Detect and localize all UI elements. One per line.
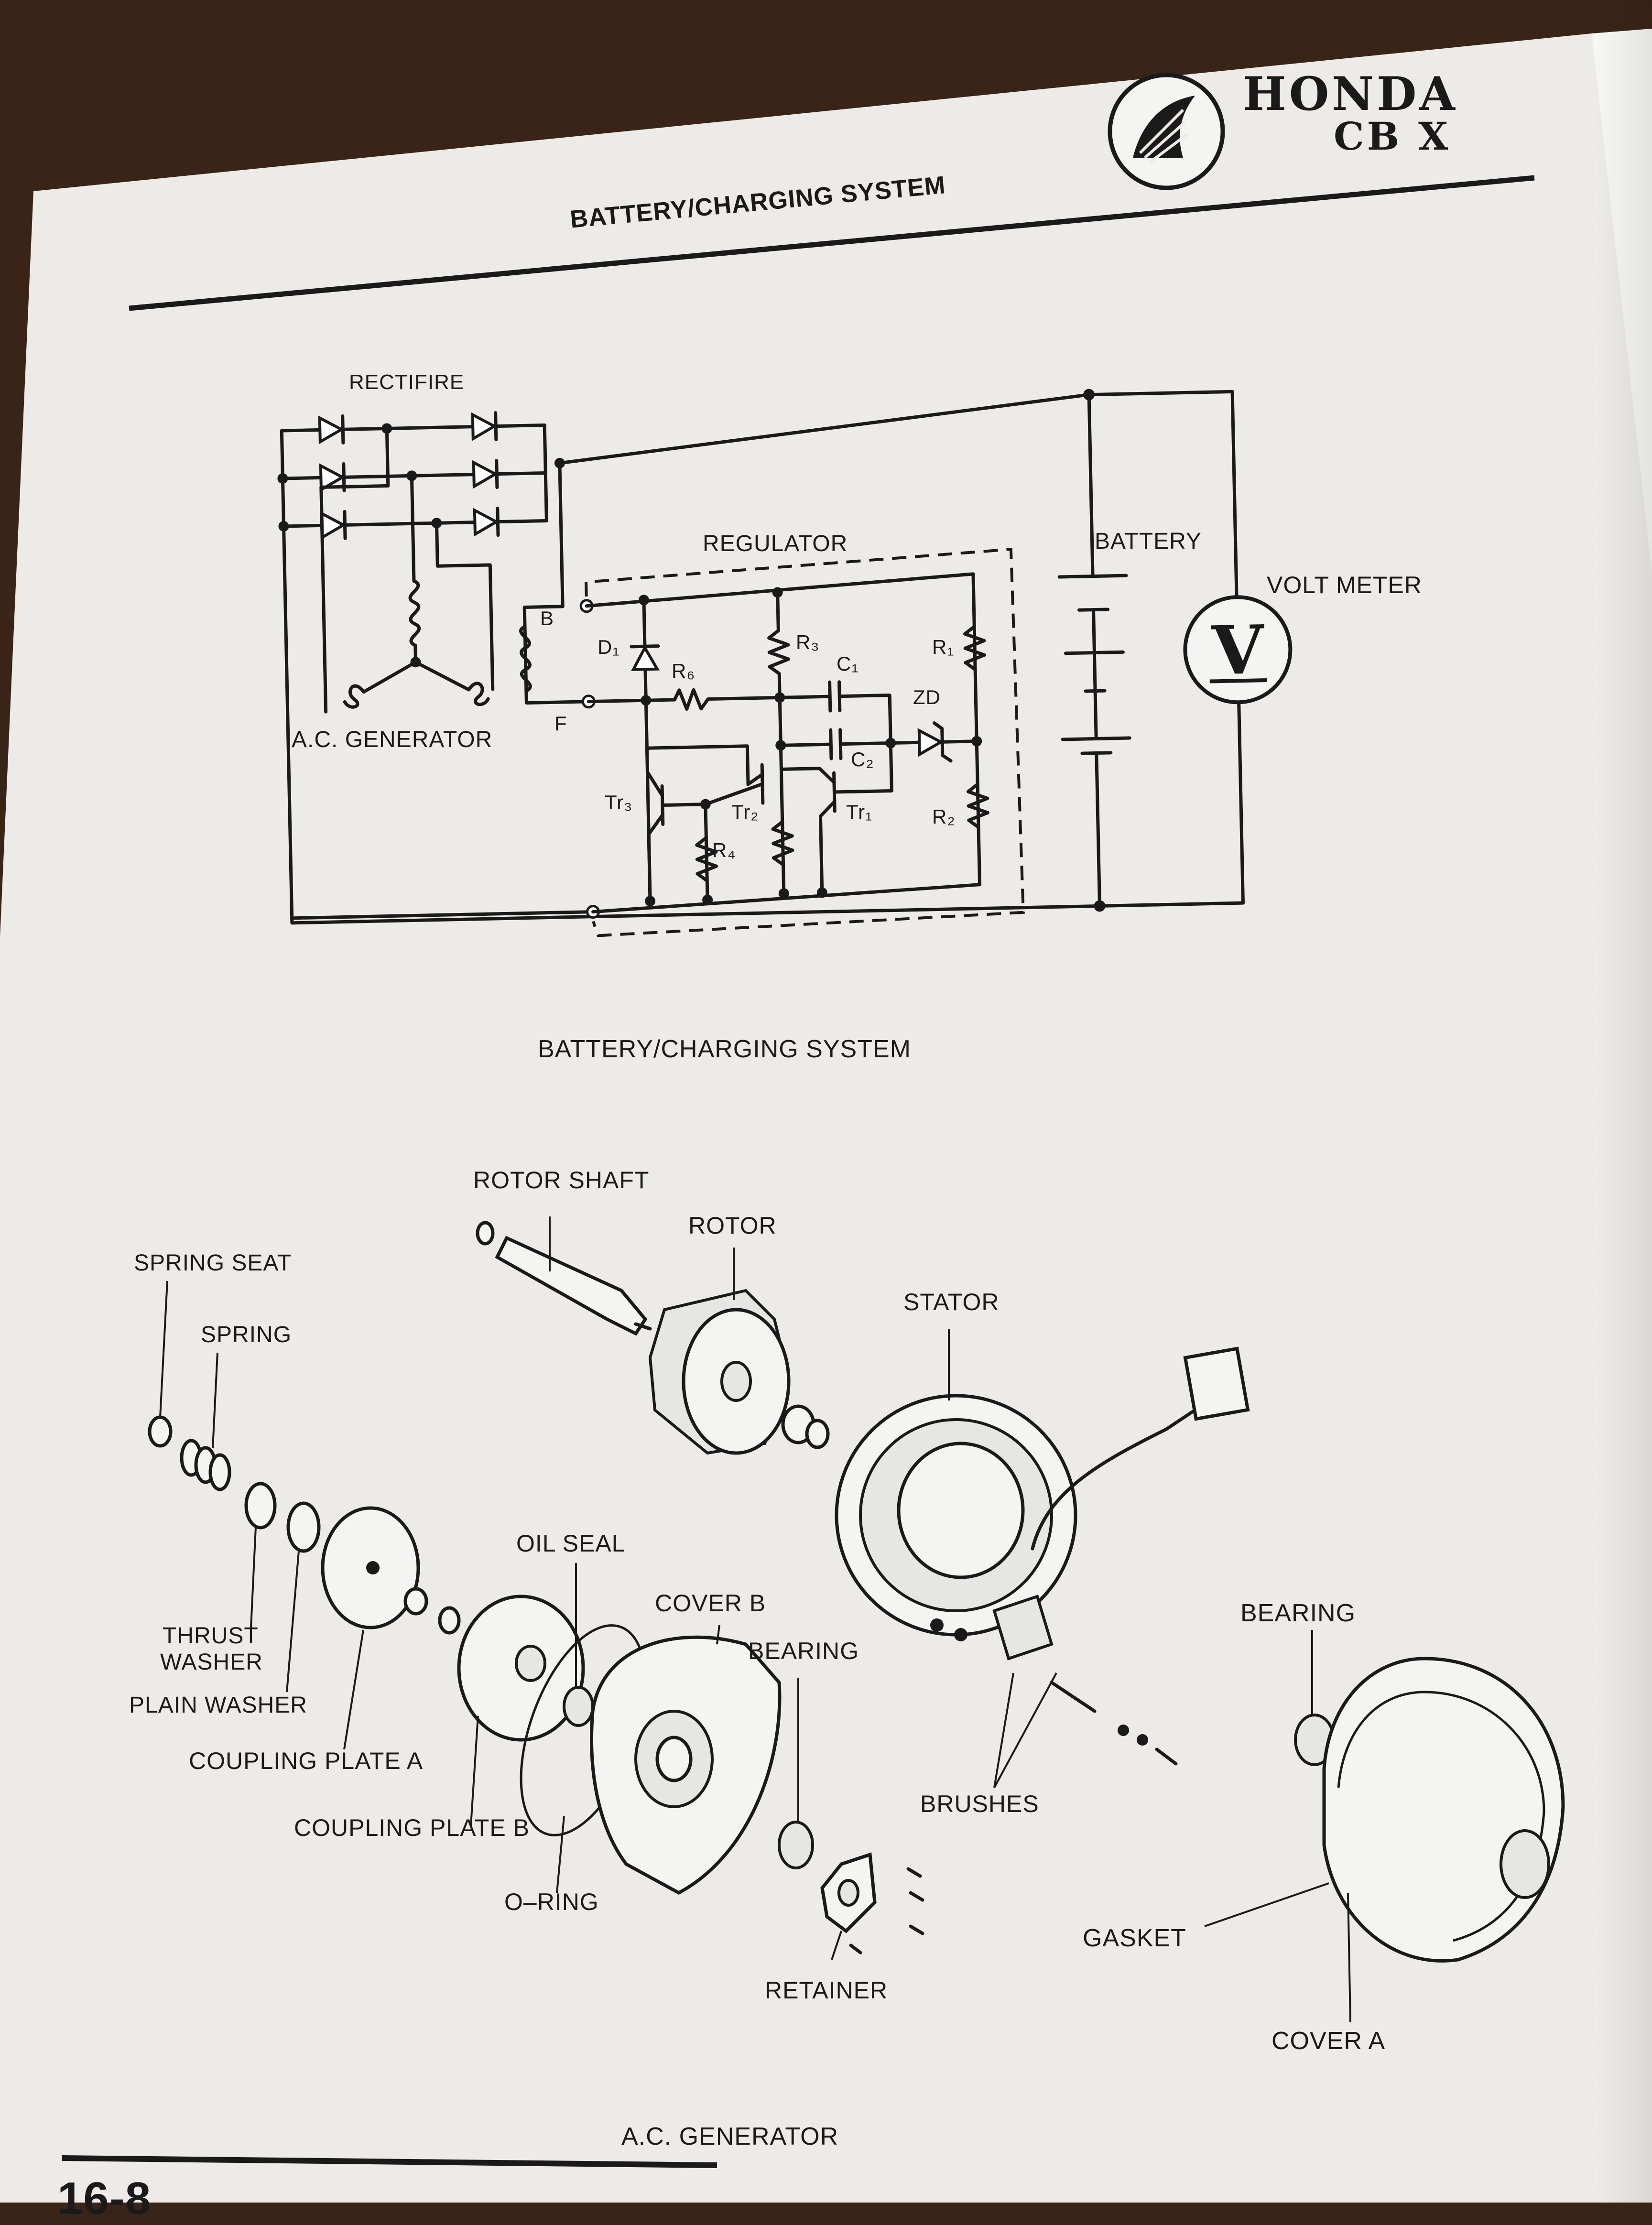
label-c2: C₂ [851,748,874,771]
label-cover-a: COVER A [1272,2027,1386,2055]
brand-name: HONDA [1243,67,1458,121]
label-regulator: REGULATOR [703,531,848,556]
label-r4: R₄ [712,839,736,861]
label-coupling-plate-a: COUPLING PLATE A [189,1747,424,1774]
label-tr2: Tr₂ [731,801,759,823]
label-spring: SPRING [201,1322,292,1347]
label-retainer: RETAINER [765,1977,888,2004]
label-volt-meter: VOLT METER [1267,572,1422,598]
label-zd: ZD [913,686,941,708]
page-number: 16-8 [57,2173,152,2224]
label-r6: R₆ [672,660,696,682]
label-c1: C₁ [837,652,859,675]
schematic-caption: BATTERY/CHARGING SYSTEM [538,1035,911,1063]
label-coupling-plate-b: COUPLING PLATE B [294,1814,530,1841]
label-gasket: GASKET [1083,1924,1186,1952]
label-r2: R₂ [932,805,956,828]
label-tr3: Tr₃ [605,791,633,814]
label-tr1: Tr₁ [846,801,873,823]
label-d1: D₁ [598,636,620,658]
label-ac-generator-schematic: A.C. GENERATOR [292,727,493,752]
label-oil-seal: OIL SEAL [516,1530,626,1557]
label-terminal-f: F [554,712,567,735]
label-battery: BATTERY [1095,529,1202,554]
label-brushes: BRUSHES [920,1791,1039,1817]
label-r3: R₃ [796,631,820,653]
label-thrust-washer-line1: THRUST [163,1623,259,1649]
label-thrust-washer-line2: WASHER [160,1650,263,1675]
label-rotor-shaft: ROTOR SHAFT [473,1167,650,1194]
label-stator: STATOR [903,1289,1000,1315]
label-o-ring: O–RING [504,1889,599,1915]
label-rotor: ROTOR [688,1212,777,1239]
label-bearing-right: BEARING [1240,1599,1356,1627]
exploded-caption: A.C. GENERATOR [621,2123,839,2150]
label-r1: R₁ [932,636,955,658]
label-cover-b: COVER B [655,1590,766,1617]
model-name: CB X [1334,114,1451,159]
page-edge-shadow [1595,0,1652,2203]
label-bearing-left: BEARING [748,1638,859,1664]
label-plain-washer: PLAIN WASHER [129,1693,307,1718]
label-spring-seat: SPRING SEAT [134,1250,292,1276]
label-rectifier: RECTIFIRE [349,370,465,394]
label-terminal-b: B [540,607,554,630]
